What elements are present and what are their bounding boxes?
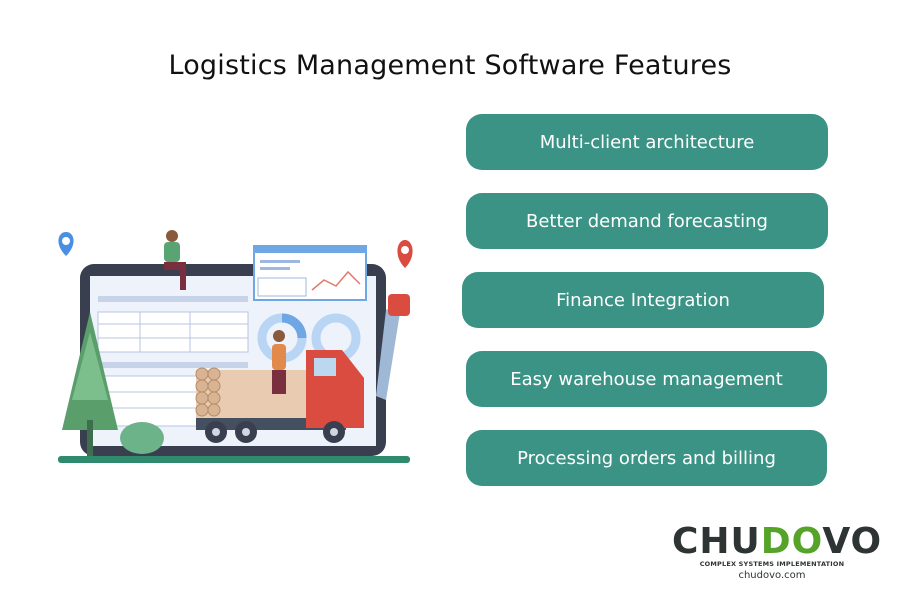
- feature-orders-billing: Processing orders and billing: [466, 430, 827, 486]
- feature-multi-client: Multi-client architecture: [466, 114, 828, 170]
- feature-finance-integration: Finance Integration: [462, 272, 824, 328]
- worker-figure: [272, 330, 286, 394]
- feature-label: Processing orders and billing: [517, 447, 776, 469]
- logo-tagline: COMPLEX SYSTEMS IMPLEMENTATION: [699, 560, 845, 568]
- person-figure: [164, 230, 186, 290]
- logo-part: VO: [822, 521, 883, 562]
- tree-icon: [62, 312, 118, 456]
- page-title: Logistics Management Software Features: [168, 50, 732, 81]
- feature-demand-forecasting: Better demand forecasting: [466, 193, 828, 249]
- chart-card: [253, 245, 367, 301]
- feature-label: Easy warehouse management: [510, 368, 783, 390]
- feature-label: Better demand forecasting: [526, 210, 768, 232]
- feature-warehouse-management: Easy warehouse management: [466, 351, 827, 407]
- location-pin-icon: [58, 232, 74, 256]
- bush-icon: [120, 422, 164, 454]
- logo-url: chudovo.com: [738, 570, 806, 581]
- logo-part-accent: DO: [760, 521, 823, 562]
- logistics-illustration: [58, 230, 413, 463]
- chudovo-logo: CHUDOVO: [672, 520, 881, 564]
- saw-icon: [376, 294, 410, 400]
- truck-icon: [195, 350, 364, 443]
- ground-line: [58, 456, 410, 463]
- feature-label: Finance Integration: [556, 289, 730, 311]
- logo-part: CHU: [672, 521, 761, 562]
- location-pin-icon: [397, 240, 413, 268]
- feature-label: Multi-client architecture: [539, 131, 755, 153]
